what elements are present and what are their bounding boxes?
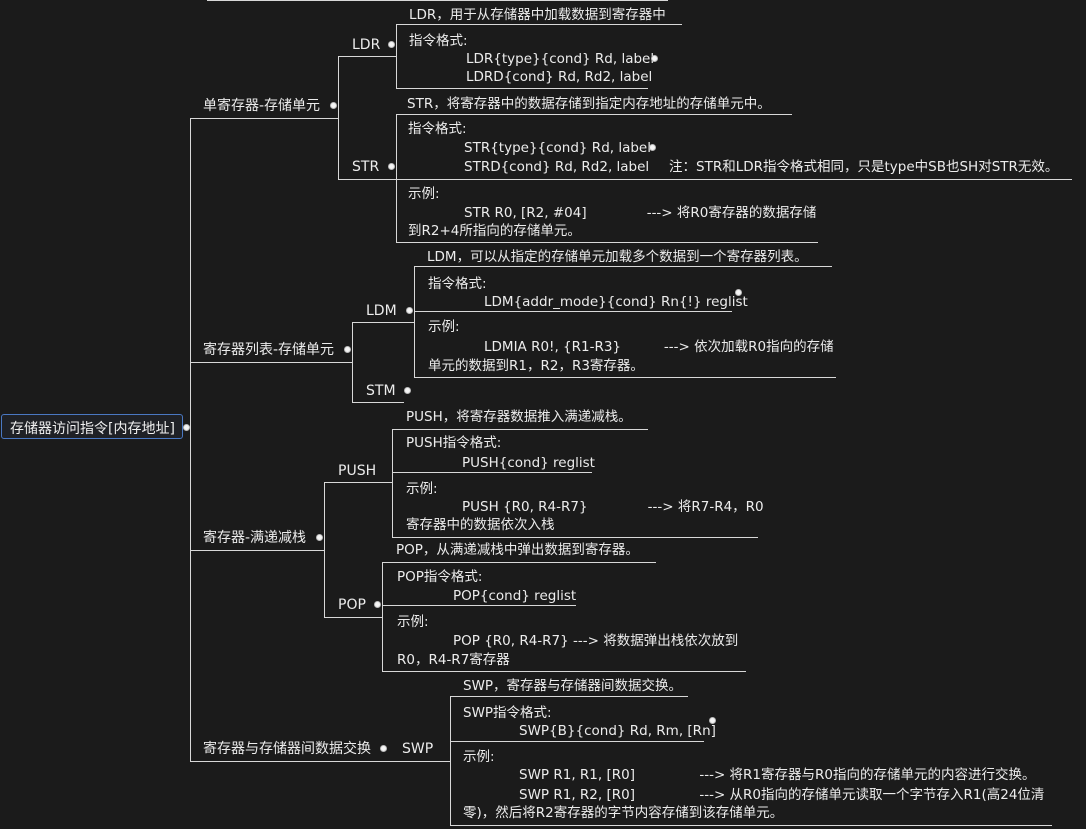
ldr-fmt-2: LDRD{cond} Rd, Rd2, label [466, 69, 653, 85]
push-fmt-1: PUSH{cond} reglist [462, 455, 595, 471]
node-pop-dot[interactable] [374, 601, 381, 608]
ldm-ex-title: 示例: [428, 319, 460, 335]
str-fmt-note: 注：STR和LDR指令格式相同，只是type中SB也SH对STR无效。 [669, 159, 1059, 175]
push-ex-1: PUSH {R0, R4-R7} ---> 将R7-R4，R0 [462, 499, 764, 515]
swp-fmt-title: SWP指令格式: [463, 705, 552, 721]
swp-ex-title: 示例: [463, 749, 495, 765]
ldm-fmt-title: 指令格式: [428, 276, 487, 292]
branch-list[interactable]: 寄存器列表-存储单元 [203, 342, 335, 358]
ldm-ex-1: LDMIA R0!, {R1-R3} ---> 依次加载R0指向的存储 [484, 339, 834, 355]
root-collapse-dot[interactable] [183, 424, 190, 431]
node-ldr[interactable]: LDR [352, 37, 381, 53]
branch-stack-dot[interactable] [316, 534, 323, 541]
pop-fmt-title: POP指令格式: [397, 569, 483, 585]
pop-ex-1: POP {R0, R4-R7} ---> 将数据弹出栈依次放到 [453, 633, 739, 649]
swp-desc: SWP，寄存器与存储器间数据交换。 [463, 678, 683, 694]
node-pop[interactable]: POP [338, 597, 366, 613]
push-fmt-title: PUSH指令格式: [406, 435, 502, 451]
push-ex-title: 示例: [406, 481, 438, 497]
ldm-fmt-dot[interactable] [735, 289, 742, 296]
root-trunk [185, 119, 191, 762]
push-desc: PUSH，将寄存器数据推入满递减栈。 [406, 409, 632, 425]
branch-swap-dot[interactable] [380, 745, 387, 752]
branch-single[interactable]: 单寄存器-存储单元 [203, 98, 321, 114]
ldr-fmt-dot[interactable] [651, 55, 658, 62]
node-push[interactable]: PUSH [338, 463, 377, 479]
root-node[interactable]: 存储器访问指令[内存地址] [1, 414, 183, 439]
swp-fmt-dot[interactable] [709, 717, 716, 724]
ldm-ex-2: 单元的数据到R1，R2，R3寄存器。 [428, 358, 644, 374]
node-str[interactable]: STR [352, 159, 380, 175]
root-label: 存储器访问指令[内存地址] [10, 421, 175, 437]
ldm-fmt-1: LDM{addr_mode}{cond} Rn{!} reglist [484, 294, 748, 310]
node-str-dot[interactable] [388, 163, 395, 170]
pop-ex-title: 示例: [397, 614, 429, 630]
ldr-fmt-1: LDR{type}{cond} Rd, label [466, 51, 655, 67]
branch-list-dot[interactable] [344, 346, 351, 353]
node-stm-dot[interactable] [404, 387, 411, 394]
branch-stack[interactable]: 寄存器-满递减栈 [203, 530, 307, 546]
str-fmt-dot[interactable] [649, 144, 656, 151]
ldm-desc: LDM，可以从指定的存储单元加载多个数据到一个寄存器列表。 [427, 249, 808, 265]
node-ldm[interactable]: LDM [366, 303, 397, 319]
str-fmt-2: STRD{cond} Rd, Rd2, label [464, 159, 650, 175]
swp-ex-3: 零)，然后将R2寄存器的字节内容存储到该存储单元。 [463, 805, 784, 821]
swp-fmt-1: SWP{B}{cond} Rd, Rm, [Rn] [519, 723, 716, 739]
ldr-fmt-title: 指令格式: [409, 33, 468, 49]
str-ex-1: STR R0, [R2, #04] ---> 将R0寄存器的数据存储 [464, 205, 817, 221]
str-fmt-1: STR{type}{cond} Rd, label [464, 140, 651, 156]
push-ex-2: 寄存器中的数据依次入栈 [406, 517, 555, 533]
pop-desc: POP，从满递减栈中弹出数据到寄存器。 [396, 542, 639, 558]
node-stm[interactable]: STM [366, 383, 396, 399]
str-ex-title: 示例: [408, 186, 440, 202]
branch-swap[interactable]: 寄存器与存储器间数据交换 [203, 741, 371, 757]
swp-ex-1: SWP R1, R1, [R0] ---> 将R1寄存器与R0指向的存储单元的内… [519, 767, 1036, 783]
swp-ex-2: SWP R1, R2, [R0] ---> 从R0指向的存储单元读取一个字节存入… [519, 787, 1045, 803]
pop-fmt-1: POP{cond} reglist [453, 588, 577, 604]
pop-ex-2: R0，R4-R7寄存器 [397, 652, 510, 668]
str-desc: STR，将寄存器中的数据存储到指定内存地址的存储单元中。 [407, 96, 771, 112]
node-swp[interactable]: SWP [402, 741, 434, 757]
branch-single-dot[interactable] [330, 102, 337, 109]
str-ex-2: 到R2+4所指向的存储单元。 [408, 223, 581, 239]
ldr-desc: LDR，用于从存储器中加载数据到寄存器中 [409, 7, 666, 23]
node-ldm-dot[interactable] [406, 307, 413, 314]
node-ldr-dot[interactable] [388, 41, 395, 48]
str-fmt-title: 指令格式: [408, 121, 467, 137]
